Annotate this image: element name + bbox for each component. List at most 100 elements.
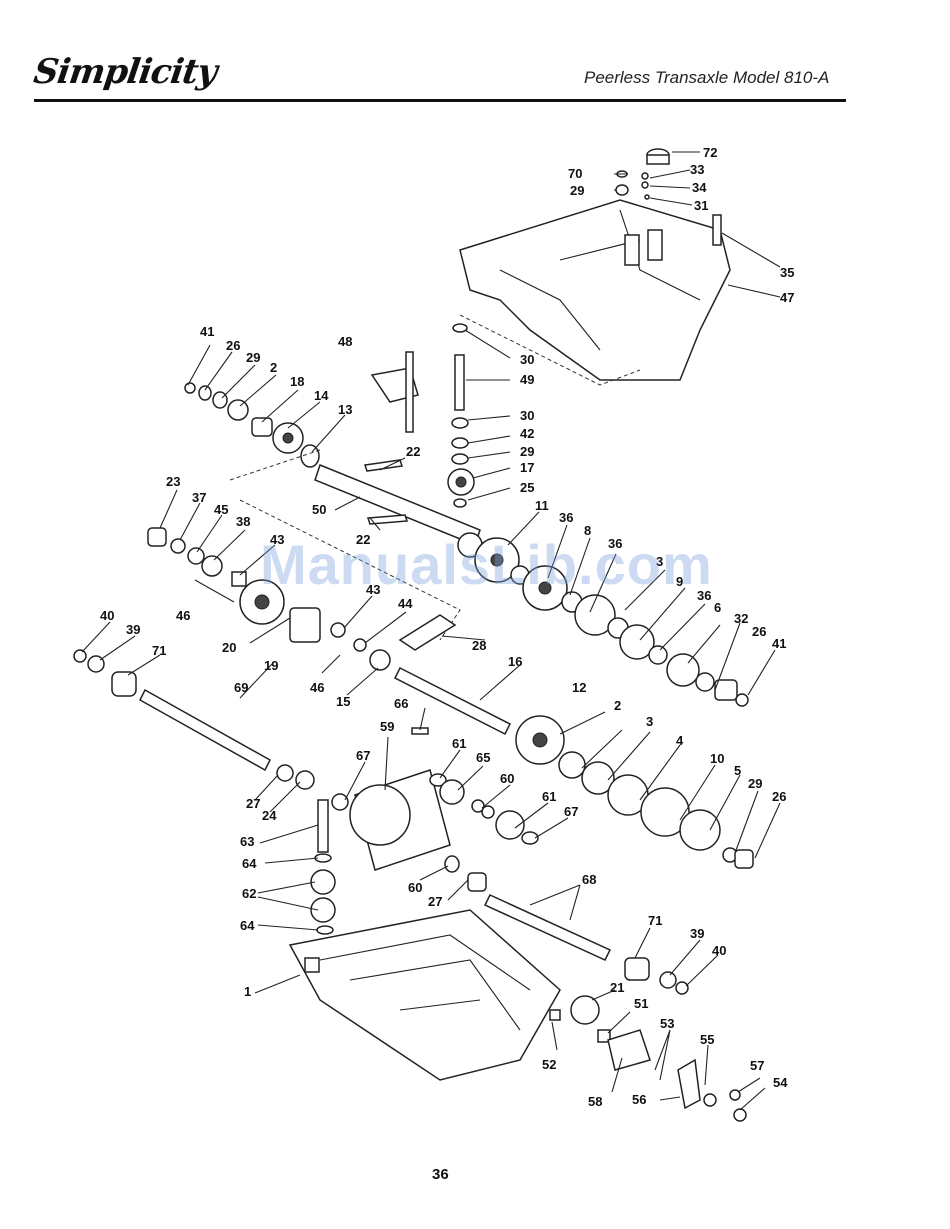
part-number-label: 60 — [408, 880, 422, 895]
part-number-label: 24 — [262, 808, 277, 823]
part-number-label: 41 — [200, 324, 214, 339]
part-number-label: 13 — [338, 402, 352, 417]
part-number-label: 41 — [772, 636, 786, 651]
part-number-label: 63 — [240, 834, 254, 849]
leader-lines — [81, 151, 781, 1111]
part-number-label: 52 — [542, 1057, 556, 1072]
part-number-label: 46 — [176, 608, 190, 623]
part-number-label: 9 — [676, 574, 683, 589]
shaft-50-assembly — [184, 382, 481, 641]
part-number-label: 23 — [166, 474, 180, 489]
part-number-label: 17 — [520, 460, 534, 475]
part-number-label: 26 — [226, 338, 240, 353]
part-number-label: 42 — [520, 426, 534, 441]
part-number-label: 20 — [222, 640, 236, 655]
part-number-label: 43 — [366, 582, 380, 597]
part-number-label: 62 — [242, 886, 256, 901]
part-number-label: 48 — [338, 334, 352, 349]
part-number-label: 64 — [240, 918, 255, 933]
part-number-label: 65 — [476, 750, 490, 765]
part-number-label: 57 — [750, 1058, 764, 1073]
part-number-label: 6 — [714, 600, 721, 615]
part-number-label: 39 — [690, 926, 704, 941]
part-number-label: 64 — [242, 856, 257, 871]
part-number-label: 5 — [734, 763, 741, 778]
part-number-label: 3 — [646, 714, 653, 729]
part-number-label: 29 — [748, 776, 762, 791]
part-number-label: 35 — [780, 265, 794, 280]
part-number-label: 14 — [314, 388, 329, 403]
part-number-label: 29 — [520, 444, 534, 459]
page-title: Peerless Transaxle Model 810-A — [584, 68, 830, 87]
part-number-label: 70 — [568, 166, 582, 181]
part-number-label: 72 — [703, 145, 717, 160]
part-number-label: 33 — [690, 162, 704, 177]
part-number-label: 44 — [398, 596, 413, 611]
part-number-label: 18 — [290, 374, 304, 389]
part-number-label: 3 — [656, 554, 663, 569]
part-number-label: 60 — [500, 771, 514, 786]
part-number-label: 39 — [126, 622, 140, 637]
part-number-label: 4 — [676, 733, 684, 748]
part-number-label: 36 — [559, 510, 573, 525]
part-number-label: 31 — [694, 198, 708, 213]
upper-housing — [459, 199, 731, 386]
part-number-label: 29 — [570, 183, 584, 198]
part-number-label: 2 — [614, 698, 621, 713]
differential-assembly — [310, 727, 539, 935]
part-number-label: 49 — [520, 372, 534, 387]
page-number: 36 — [432, 1166, 449, 1183]
part-number-label: 11 — [535, 498, 549, 513]
shaft-16-assembly — [393, 666, 754, 869]
part-number-label: 69 — [234, 680, 248, 695]
part-number-label: 16 — [508, 654, 522, 669]
part-number-label: 71 — [152, 643, 166, 658]
brake-assembly — [549, 995, 747, 1122]
part-number-label: 56 — [632, 1092, 646, 1107]
lower-housing — [288, 909, 561, 1081]
part-number-label: 8 — [584, 523, 591, 538]
part-number-label: 21 — [610, 980, 624, 995]
part-number-label: 40 — [712, 943, 726, 958]
part-number-label: 26 — [752, 624, 766, 639]
part-number-label: 68 — [582, 872, 596, 887]
right-axle — [483, 894, 689, 995]
part-number-label: 27 — [428, 894, 442, 909]
part-number-label: 30 — [520, 352, 534, 367]
part-number-label: 59 — [380, 719, 394, 734]
part-number-label: 12 — [572, 680, 586, 695]
part-number-label: 47 — [780, 290, 794, 305]
part-number-label: 32 — [734, 611, 748, 626]
part-number-label: 2 — [270, 360, 277, 375]
part-number-label: 54 — [773, 1075, 788, 1090]
part-number-label: 67 — [564, 804, 578, 819]
part-number-label: 51 — [634, 996, 648, 1011]
part-number-label: 40 — [100, 608, 114, 623]
part-number-label: 34 — [692, 180, 707, 195]
part-number-label: 15 — [336, 694, 350, 709]
part-number-label: 46 — [310, 680, 324, 695]
part-number-label: 22 — [356, 532, 370, 547]
part-number-label: 58 — [588, 1094, 602, 1109]
part-number-label: 71 — [648, 913, 662, 928]
left-bearing-stack — [147, 527, 457, 671]
part-number-label: 36 — [608, 536, 622, 551]
part-number-label: 26 — [772, 789, 786, 804]
part-number-label: 38 — [236, 514, 250, 529]
part-number-label: 29 — [246, 350, 260, 365]
part-number-label: 53 — [660, 1016, 674, 1031]
part-number-label: 30 — [520, 408, 534, 423]
part-number-label: 61 — [452, 736, 466, 751]
part-number-label: 25 — [520, 480, 534, 495]
left-axle — [73, 649, 315, 790]
part-number-label: 37 — [192, 490, 206, 505]
part-number-label: 1 — [244, 984, 251, 999]
gear-stack-upper — [457, 532, 749, 707]
part-number-label: 10 — [710, 751, 724, 766]
part-number-label: 43 — [270, 532, 284, 547]
part-number-label: 27 — [246, 796, 260, 811]
part-number-label: 67 — [356, 748, 370, 763]
